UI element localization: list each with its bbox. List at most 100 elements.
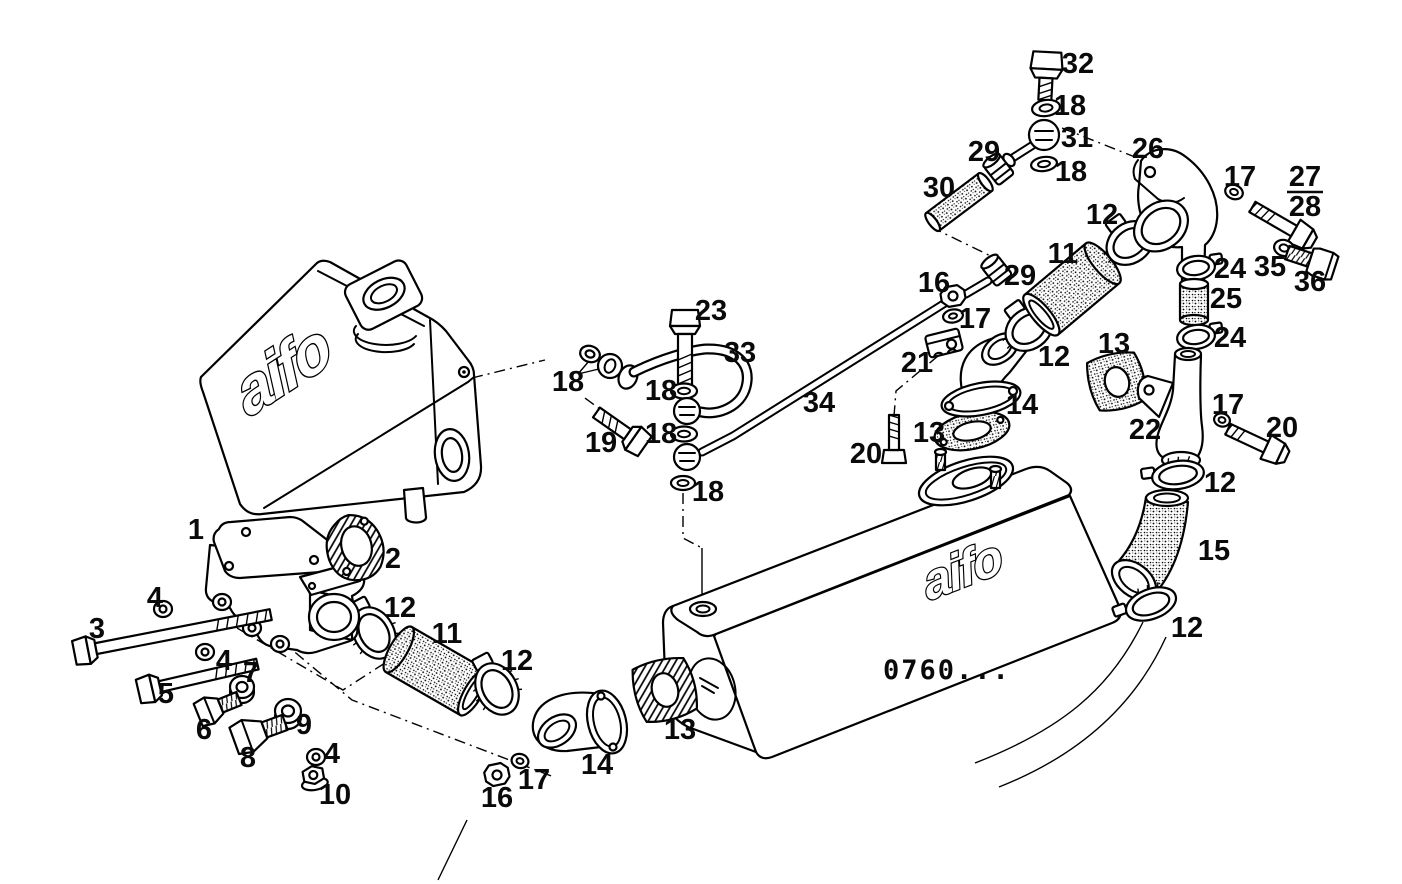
clamp-12 — [1111, 582, 1178, 622]
clamp-12 — [471, 651, 523, 716]
hose-11-right — [1022, 241, 1122, 337]
connector-29 — [982, 152, 1015, 186]
stud-bolt — [988, 464, 1003, 490]
part-callout-13: 13 — [664, 714, 696, 746]
hose-33-assembly — [579, 343, 753, 419]
nut-10 — [300, 765, 329, 792]
part-callout-18: 18 — [1054, 90, 1086, 122]
washer-18 — [1029, 155, 1059, 173]
part-callout-13: 13 — [913, 417, 945, 449]
bolt-27-28 — [1248, 200, 1319, 250]
clamp-12 — [1139, 455, 1205, 491]
engine-code-label: 0760... — [883, 655, 1011, 686]
part-callout-8: 8 — [240, 742, 256, 774]
part-callout-26: 26 — [1132, 133, 1164, 165]
part-callout-33: 33 — [724, 337, 756, 369]
part-callout-16: 16 — [918, 267, 950, 299]
part-callout-27: 27 — [1289, 161, 1321, 193]
part-callout-4: 4 — [324, 738, 340, 770]
plug-36 — [1283, 244, 1340, 281]
part-callout-29: 29 — [1004, 260, 1036, 292]
part-callout-15: 15 — [1198, 535, 1230, 567]
y-pipe-22 — [1136, 346, 1204, 470]
part-callout-34: 34 — [803, 387, 835, 419]
plug-6 — [192, 690, 243, 728]
part-callout-14: 14 — [581, 749, 613, 781]
bolt-32 — [1029, 50, 1064, 102]
part-callout-16: 16 — [481, 782, 513, 814]
washer-17 — [510, 752, 530, 770]
part-callout-12: 12 — [1038, 341, 1070, 373]
washer-18 — [669, 474, 697, 492]
part-callout-18: 18 — [692, 476, 724, 508]
washer-17 — [1212, 412, 1232, 428]
cover-spigot — [402, 486, 428, 524]
part-callout-13: 13 — [1098, 328, 1130, 360]
hose-30 — [924, 171, 994, 233]
elbow-14-bottom — [531, 689, 629, 755]
part-callout-18: 18 — [1055, 156, 1087, 188]
part-callout-11: 11 — [432, 618, 463, 650]
part-callout-14: 14 — [1006, 389, 1038, 421]
bolt-3 — [70, 608, 273, 666]
part-callout-30: 30 — [923, 172, 955, 204]
hose-25 — [1178, 277, 1210, 327]
oil-filler-cap — [343, 259, 424, 331]
bolt-23 — [668, 308, 702, 388]
part-callout-18: 18 — [552, 366, 584, 398]
pipe-34 — [697, 293, 958, 457]
part-callout-28: 28 — [1289, 191, 1321, 223]
part-callout-35: 35 — [1254, 251, 1286, 283]
part-callout-21: 21 — [901, 347, 933, 379]
part-callout-2: 2 — [385, 543, 401, 575]
part-callout-11: 11 — [1048, 238, 1079, 270]
part-callout-24: 24 — [1214, 253, 1246, 285]
part-callout-23: 23 — [695, 295, 727, 327]
part-callout-3: 3 — [89, 613, 105, 645]
nut-16 — [483, 761, 511, 788]
part-callout-4: 4 — [147, 582, 163, 614]
part-callout-5: 5 — [158, 678, 174, 710]
part-callout-20: 20 — [850, 438, 882, 470]
bolt-19 — [591, 406, 653, 458]
part-callout-31: 31 — [1061, 122, 1093, 154]
tank-filler-port — [688, 600, 718, 618]
bolt-20 — [1223, 422, 1291, 465]
part-callout-25: 25 — [1210, 283, 1242, 315]
washer-17 — [1224, 183, 1244, 201]
part-callout-12: 12 — [501, 645, 533, 677]
expansion-tank: aifo — [661, 447, 1122, 760]
part-callout-17: 17 — [518, 764, 550, 796]
part-callout-12: 12 — [1204, 467, 1236, 499]
fitting-body — [596, 352, 624, 380]
part-callout-10: 10 — [319, 779, 351, 811]
fraction-callout-27-28: 27 28 — [1287, 161, 1323, 223]
part-callout-22: 22 — [1129, 414, 1161, 446]
clamp-21 — [924, 327, 964, 359]
part-callout-19: 19 — [585, 427, 617, 459]
plug-8 — [228, 713, 289, 756]
part-callout-12: 12 — [1171, 612, 1203, 644]
clamp-24 — [1176, 252, 1224, 282]
stud-bolt — [933, 447, 948, 472]
part-callout-17: 17 — [1224, 161, 1256, 193]
part-callout-36: 36 — [1294, 266, 1326, 298]
banjo-eye — [672, 442, 702, 472]
hose-15 — [1110, 488, 1190, 601]
valve-cover: aifo — [199, 259, 483, 524]
washer-18 — [669, 425, 699, 443]
part-callout-17: 17 — [1212, 389, 1244, 421]
banjo-union-31 — [1027, 118, 1061, 152]
part-callout-12: 12 — [1086, 199, 1118, 231]
washer-18 — [1030, 98, 1062, 118]
banjo-eye — [672, 396, 702, 426]
part-callout-9: 9 — [296, 709, 312, 741]
part-callout-32: 32 — [1062, 48, 1094, 80]
nut-16 — [939, 284, 967, 308]
washer-17 — [941, 308, 965, 324]
part-callout-4: 4 — [216, 645, 232, 677]
gasket-13-center — [933, 410, 1011, 452]
bolt-20 — [880, 413, 908, 465]
